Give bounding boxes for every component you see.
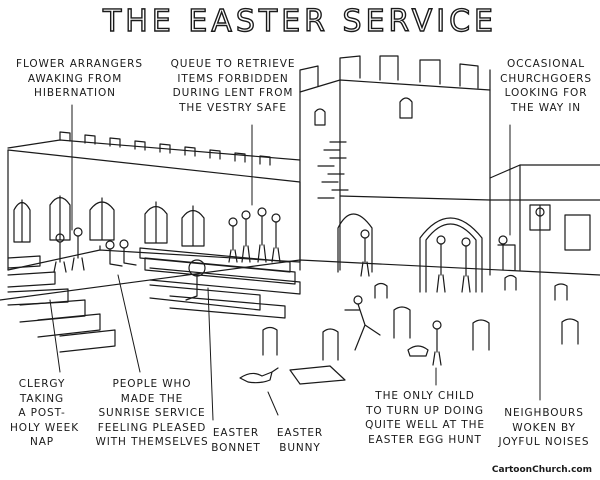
label-only-child: The only child to turn up doing quite we…	[365, 390, 485, 446]
side-building	[490, 165, 600, 270]
label-easter-bunny: Easter bunny	[276, 427, 324, 454]
label-neighbours: Neighbours woken by joyful noises	[498, 407, 590, 448]
nave-windows	[14, 196, 204, 246]
label-easter-bonnet: Easter bonnet	[211, 427, 261, 454]
cartoon-title: The Easter Service	[102, 3, 498, 39]
leader-lines	[50, 105, 540, 420]
pews-right	[140, 248, 300, 318]
label-queue: Queue to retrieve items forbidden during…	[170, 58, 296, 114]
easter-bunny	[240, 368, 278, 383]
label-sunrise-service: People who made the sunrise service feel…	[95, 378, 209, 448]
nave-floor	[8, 246, 300, 270]
tower-door-left	[338, 214, 372, 272]
label-occasional-churchgoers: Occasional churchgoers looking for the w…	[500, 58, 592, 114]
main-doorway	[420, 218, 482, 292]
site-credit: CartoonChurch.com	[491, 465, 592, 475]
label-clergy: Clergy taking a post- holy week nap	[10, 378, 80, 448]
label-flower-arrangers: Flower arrangers awaking from hibernatio…	[16, 58, 143, 99]
gravestones	[263, 276, 578, 385]
people-figures	[54, 208, 544, 365]
church-tower	[300, 56, 490, 275]
pews-left	[8, 256, 115, 352]
